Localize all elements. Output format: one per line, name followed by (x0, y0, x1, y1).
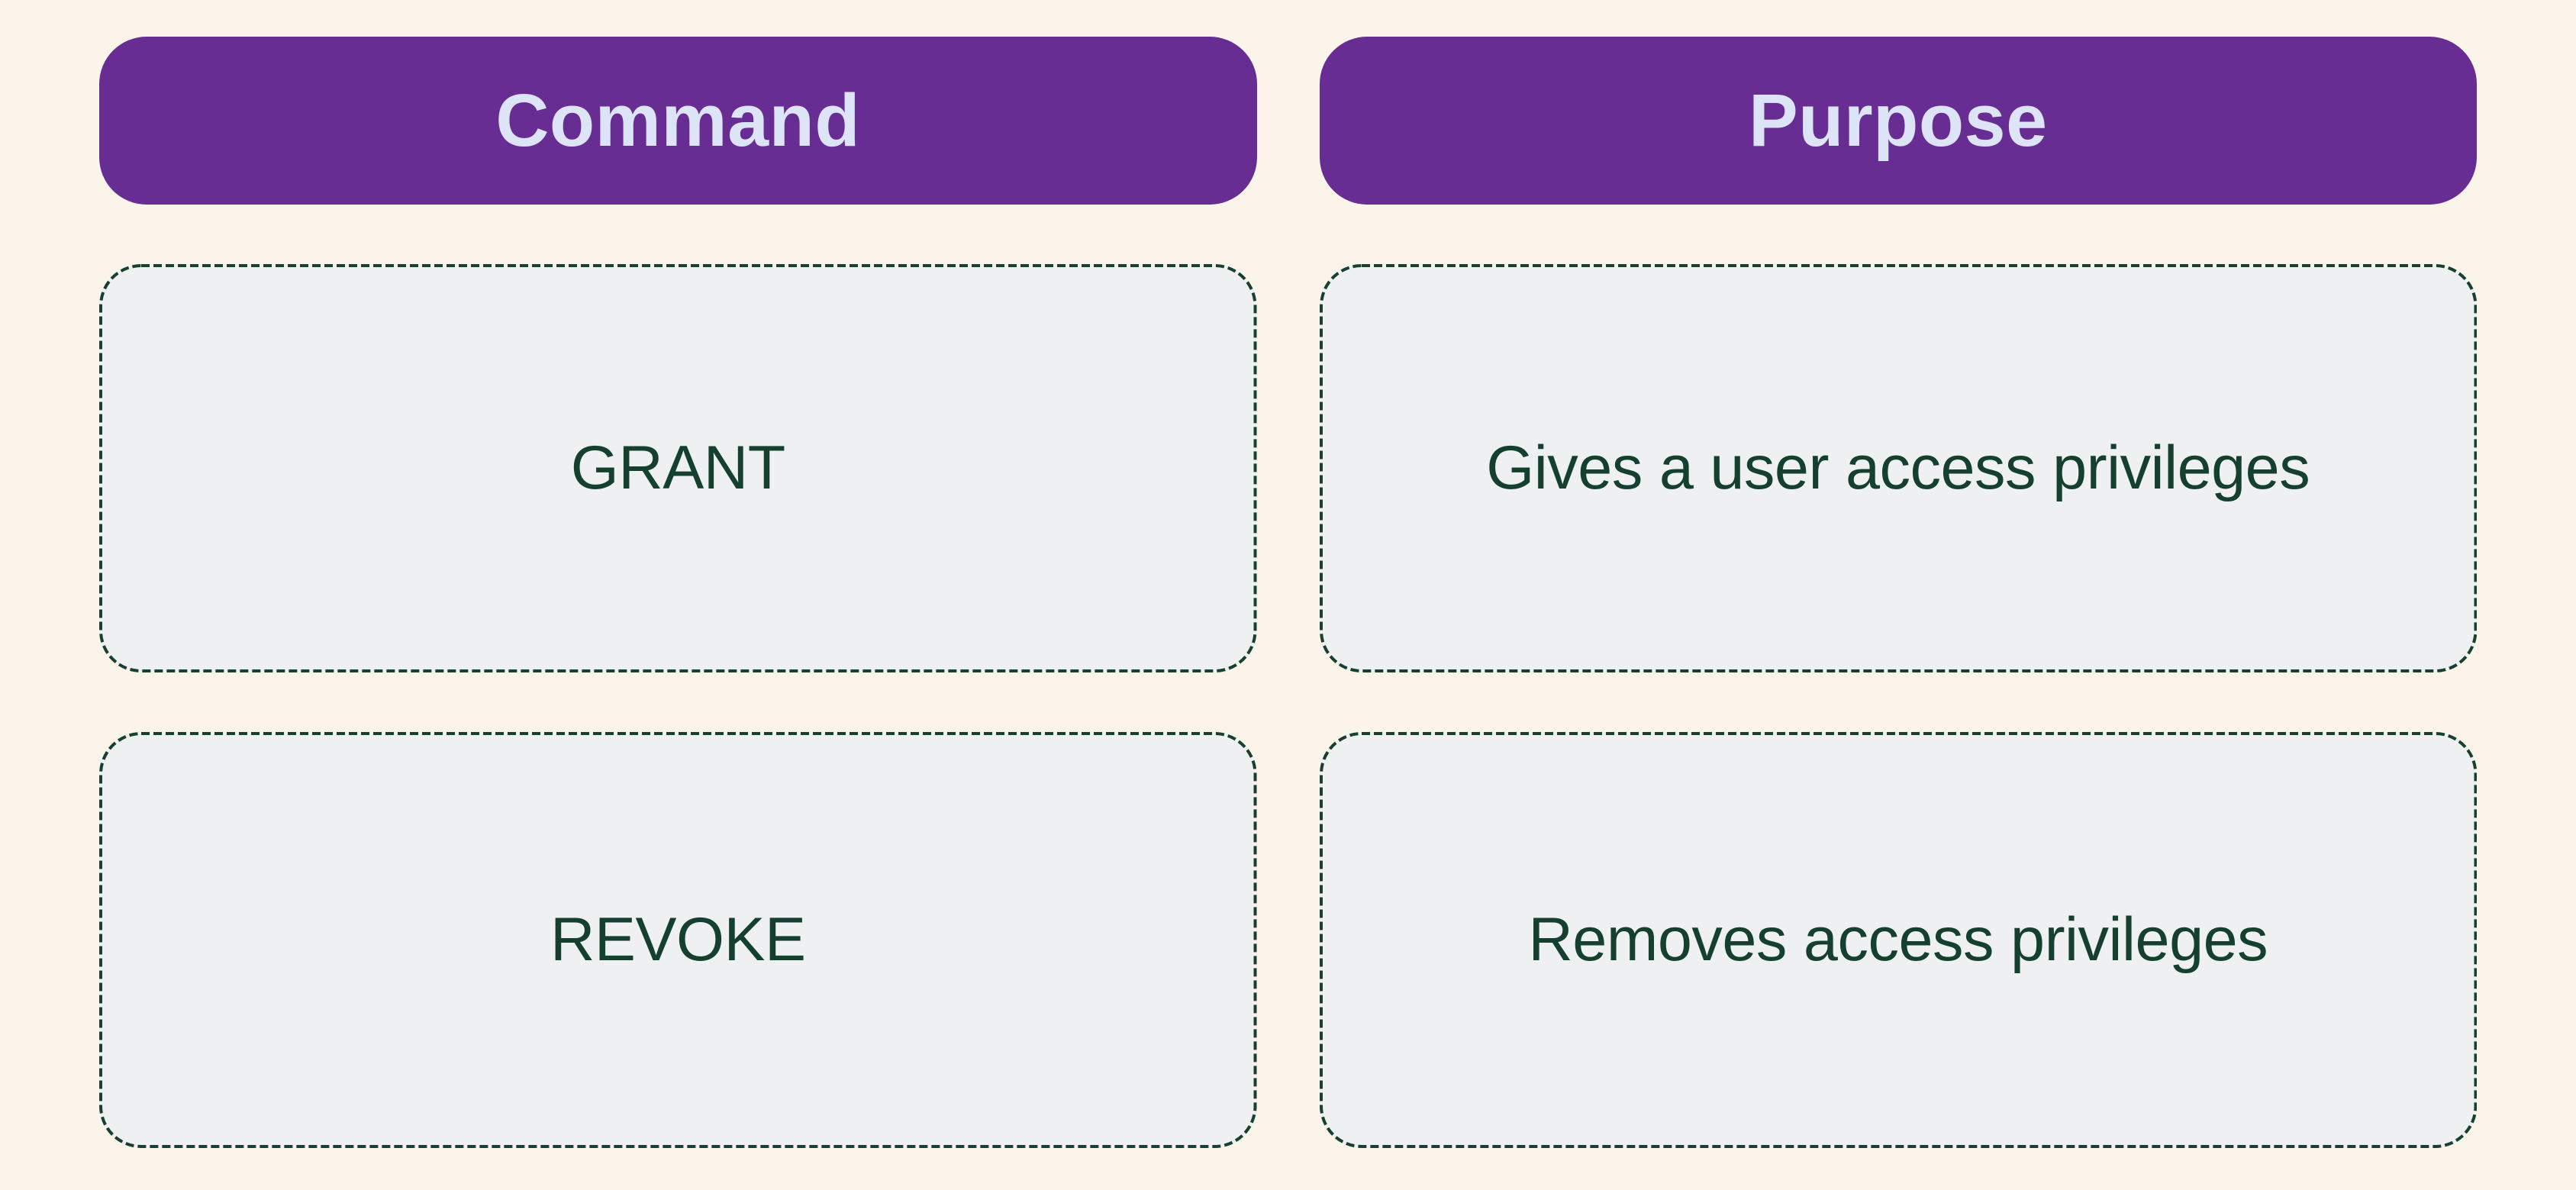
cell-row1-purpose: Gives a user access privileges (1319, 264, 2477, 672)
cell-row2-purpose-label: Removes access privileges (1528, 905, 2268, 974)
column-header-command: Command (99, 37, 1257, 205)
column-header-purpose: Purpose (1319, 37, 2477, 205)
cell-row1-command: GRANT (99, 264, 1257, 672)
column-header-purpose-label: Purpose (1748, 79, 2048, 162)
cell-row2-command: REVOKE (99, 732, 1257, 1148)
cell-row1-purpose-label: Gives a user access privileges (1486, 434, 2310, 502)
cell-row1-command-label: GRANT (570, 434, 786, 502)
cell-row2-command-label: REVOKE (550, 905, 806, 974)
cell-row2-purpose: Removes access privileges (1319, 732, 2477, 1148)
column-header-command-label: Command (495, 79, 861, 162)
